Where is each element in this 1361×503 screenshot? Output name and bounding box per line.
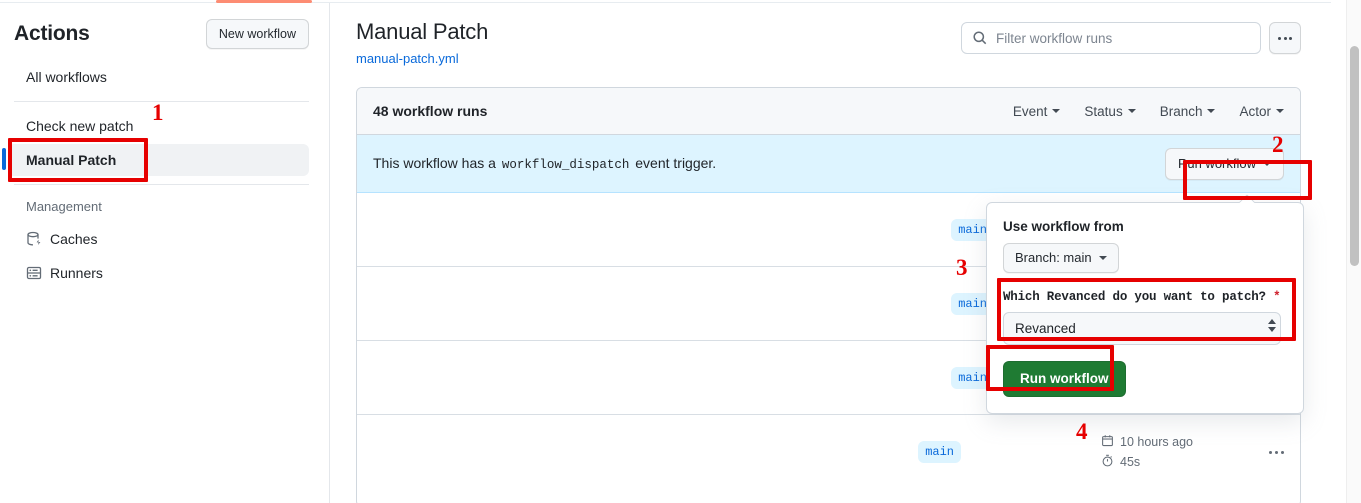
chevron-down-icon	[1098, 256, 1107, 260]
dispatch-message: This workflow has a workflow_dispatch ev…	[373, 155, 716, 172]
dispatch-prefix: This workflow has a	[373, 155, 496, 171]
run-workflow-button-label: Run workflow	[1177, 155, 1256, 171]
active-tab-underline	[216, 0, 312, 3]
run-duration-text: 45s	[1120, 455, 1141, 469]
calendar-icon	[1101, 434, 1114, 450]
branch-badge[interactable]: main	[951, 292, 994, 315]
chevron-down-icon	[1263, 161, 1271, 166]
filter-event-dropdown[interactable]: Event	[1013, 104, 1061, 119]
sidebar-header: Actions New workflow	[0, 3, 329, 59]
sidebar-item-label: All workflows	[26, 69, 107, 85]
use-workflow-from-label: Use workflow from	[1003, 219, 1124, 234]
run-date: 10 hours ago	[1101, 434, 1251, 450]
workflow-nav-list: All workflows Check new patch Manual Pat…	[0, 61, 329, 289]
workflow-runs-panel: 48 workflow runs Event Status Branch	[356, 87, 1301, 503]
kebab-icon	[1278, 36, 1292, 40]
sidebar-item-label: Manual Patch	[26, 152, 117, 168]
branch-badge[interactable]: main	[951, 218, 994, 241]
table-row[interactable]: main	[357, 193, 1300, 267]
chevron-down-icon	[1207, 109, 1216, 113]
annotation-number-1: 1	[152, 100, 164, 125]
sidebar-item-all-workflows[interactable]: All workflows	[8, 61, 309, 93]
filter-status-dropdown[interactable]: Status	[1084, 103, 1136, 119]
run-workflow-submit-button[interactable]: Run workflow	[1003, 361, 1126, 397]
search-icon	[972, 30, 988, 51]
run-duration: 45s	[1101, 454, 1251, 470]
required-asterisk: *	[1273, 290, 1281, 304]
run-date-text: 10 hours ago	[1120, 435, 1193, 449]
actions-sidebar: Actions New workflow All workflows Check…	[0, 3, 330, 503]
annotation-number-2: 2	[1272, 132, 1284, 157]
filter-label: Branch	[1159, 103, 1203, 119]
page-scrollbar[interactable]	[1346, 0, 1361, 503]
workflow-title: Manual Patch	[356, 19, 489, 44]
workflow-file-link[interactable]: manual-patch.yml	[356, 51, 459, 66]
new-workflow-button[interactable]: New workflow	[205, 19, 309, 49]
runners-icon	[26, 265, 42, 281]
header-actions	[961, 22, 1301, 54]
more-options-button[interactable]	[1269, 22, 1301, 54]
table-row[interactable]: main 10 hours ago	[357, 415, 1300, 489]
workflow-title-block: Manual Patch manual-patch.yml	[356, 17, 488, 69]
scrollbar-thumb[interactable]	[1350, 46, 1359, 266]
patch-target-select[interactable]: Revanced	[1003, 312, 1281, 345]
main-header: Manual Patch manual-patch.yml	[331, 3, 1331, 69]
sidebar-item-manual-patch[interactable]: Manual Patch	[2, 144, 309, 176]
select-updown-icon	[1268, 319, 1276, 332]
sidebar-item-label: Caches	[50, 231, 98, 247]
filter-workflow-runs-field[interactable]	[961, 22, 1261, 54]
nav-divider	[14, 184, 309, 185]
runs-panel-header: 48 workflow runs Event Status Branch	[357, 88, 1300, 135]
chevron-down-icon	[1052, 109, 1061, 113]
main-content: Manual Patch manual-patch.yml	[331, 3, 1331, 503]
filter-label: Event	[1012, 103, 1048, 119]
filter-branch-dropdown[interactable]: Branch	[1160, 104, 1216, 119]
dispatch-suffix: event trigger.	[635, 155, 717, 171]
sidebar-item-caches[interactable]: Caches	[8, 223, 309, 255]
search-input[interactable]	[994, 29, 1250, 47]
patch-target-selected-value: Revanced	[1015, 321, 1076, 336]
nav-divider	[14, 101, 309, 102]
top-divider	[0, 2, 1331, 3]
sidebar-item-label: Runners	[50, 265, 103, 281]
annotation-number-4: 4	[1076, 419, 1088, 444]
sidebar-item-check-new-patch[interactable]: Check new patch	[8, 110, 309, 142]
workflow-dispatch-banner: This workflow has a workflow_dispatch ev…	[357, 135, 1300, 193]
filter-actor-dropdown[interactable]: Actor	[1239, 104, 1284, 119]
branch-select-label: Branch: main	[1015, 250, 1092, 265]
workflow-runs-count: 48 workflow runs	[373, 103, 488, 119]
patch-target-select-wrap: Revanced	[1003, 312, 1287, 345]
table-row[interactable]: main	[357, 267, 1300, 341]
sidebar-item-runners[interactable]: Runners	[8, 257, 309, 289]
sidebar-item-label: Check new patch	[26, 118, 134, 134]
branch-badge[interactable]: main	[918, 441, 961, 463]
stopwatch-icon	[1101, 454, 1114, 470]
page-title: Actions	[14, 22, 90, 45]
management-section-label: Management	[26, 199, 102, 214]
chevron-down-icon	[1127, 109, 1136, 113]
row-kebab-icon[interactable]	[1269, 450, 1284, 454]
filter-label: Status	[1084, 103, 1123, 119]
dispatch-event-code: workflow_dispatch	[501, 158, 630, 172]
patch-target-field-label: Which Revanced do you want to patch? *	[1003, 290, 1287, 304]
run-workflow-dropdown-button[interactable]: Run workflow	[1164, 147, 1284, 180]
filter-label: Actor	[1239, 103, 1271, 119]
chevron-down-icon	[1276, 109, 1284, 113]
popover-arrow	[1239, 194, 1255, 203]
cache-icon	[26, 231, 42, 247]
annotation-number-3: 3	[956, 255, 968, 280]
run-workflow-popover: Use workflow from Branch: main Which Rev…	[986, 202, 1304, 414]
branch-select-button[interactable]: Branch: main	[1003, 243, 1119, 273]
branch-badge[interactable]: main	[951, 366, 994, 389]
run-meta-cell: 10 hours ago 45s	[1101, 434, 1251, 470]
patch-target-label-text: Which Revanced do you want to patch?	[1003, 290, 1266, 304]
runs-filter-group: Event Status Branch Actor	[1013, 104, 1284, 119]
